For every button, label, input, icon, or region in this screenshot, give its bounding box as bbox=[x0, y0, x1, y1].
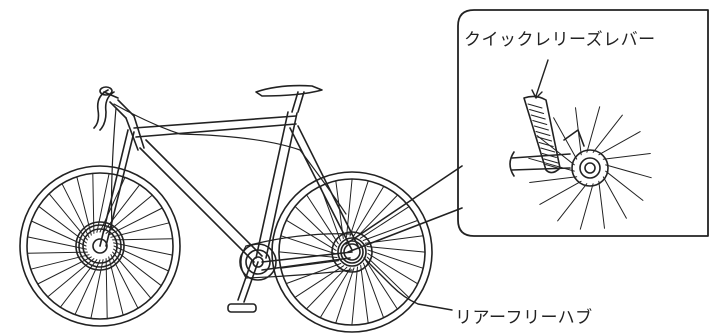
spoke bbox=[47, 258, 95, 298]
spoke bbox=[353, 185, 385, 237]
spoke bbox=[366, 256, 410, 299]
spoke bbox=[74, 259, 101, 316]
spoke bbox=[280, 235, 337, 255]
spoke bbox=[605, 164, 652, 179]
crankset bbox=[227, 243, 277, 313]
lever-hatch-line bbox=[543, 158, 559, 164]
spoke bbox=[602, 176, 627, 219]
spoke bbox=[30, 220, 87, 247]
spoke bbox=[306, 194, 339, 245]
freehub-leader-line bbox=[363, 257, 453, 311]
brake-cable bbox=[113, 103, 347, 215]
spoke bbox=[356, 194, 399, 238]
spoke bbox=[602, 153, 651, 160]
spoke bbox=[575, 107, 582, 156]
lever-hatch-line bbox=[533, 125, 549, 131]
spoke bbox=[598, 131, 641, 156]
spoke bbox=[579, 183, 594, 230]
handlebar bbox=[93, 86, 135, 131]
spoke bbox=[362, 219, 419, 241]
spoke bbox=[367, 253, 419, 285]
spoke bbox=[38, 205, 87, 244]
spoke bbox=[294, 205, 338, 248]
spoke bbox=[346, 178, 353, 238]
spoke bbox=[335, 267, 355, 324]
spoke bbox=[92, 172, 95, 234]
spoke bbox=[592, 114, 623, 153]
lever-hatch-line bbox=[535, 131, 551, 136]
spoke bbox=[539, 180, 582, 205]
bicycle-frame bbox=[99, 91, 359, 271]
spoke bbox=[536, 135, 575, 166]
rear-freehub-label: リアーフリーハブ bbox=[455, 308, 593, 328]
spoke bbox=[367, 249, 424, 269]
spoke bbox=[113, 245, 170, 272]
spoke bbox=[294, 265, 345, 298]
spoke bbox=[349, 180, 369, 237]
spoke bbox=[360, 264, 369, 324]
chain bbox=[240, 233, 353, 279]
spoke bbox=[280, 260, 340, 269]
spoke bbox=[319, 267, 351, 319]
front-disc bbox=[75, 221, 125, 271]
spoke bbox=[48, 193, 88, 241]
lever-hatch-line bbox=[540, 147, 556, 153]
callout-pointer-lower bbox=[347, 207, 463, 253]
spoke bbox=[529, 176, 578, 183]
spoke bbox=[26, 251, 88, 254]
spoke bbox=[363, 262, 385, 319]
spoke bbox=[366, 246, 426, 253]
spoke bbox=[365, 259, 398, 310]
lever-hatch-line bbox=[527, 103, 543, 109]
spoke bbox=[59, 259, 98, 308]
rear-wheel bbox=[271, 171, 433, 333]
quick-release-lever-label: クイックレリーズレバー bbox=[464, 30, 656, 50]
lever-hatch-line bbox=[529, 109, 545, 114]
spoke bbox=[586, 106, 601, 153]
spoke bbox=[528, 157, 575, 172]
spoke bbox=[557, 183, 588, 222]
front-cable bbox=[110, 107, 117, 231]
saddle bbox=[255, 84, 323, 97]
spoke bbox=[112, 238, 174, 241]
spoke bbox=[112, 251, 152, 299]
lever-hatch-line bbox=[532, 120, 548, 125]
spoke bbox=[351, 266, 358, 326]
spoke bbox=[278, 251, 338, 258]
spoke bbox=[305, 266, 348, 310]
callout-pointer bbox=[345, 165, 463, 245]
spoke bbox=[605, 170, 644, 201]
spoke bbox=[359, 206, 410, 239]
spoke bbox=[105, 258, 108, 320]
spoke bbox=[113, 248, 162, 287]
spoke bbox=[553, 117, 578, 160]
spoke bbox=[598, 180, 605, 229]
quick-release-detail bbox=[509, 59, 652, 230]
rear-cassette bbox=[337, 237, 367, 267]
lever-hatch-line bbox=[530, 114, 546, 120]
callout-box bbox=[457, 9, 709, 237]
